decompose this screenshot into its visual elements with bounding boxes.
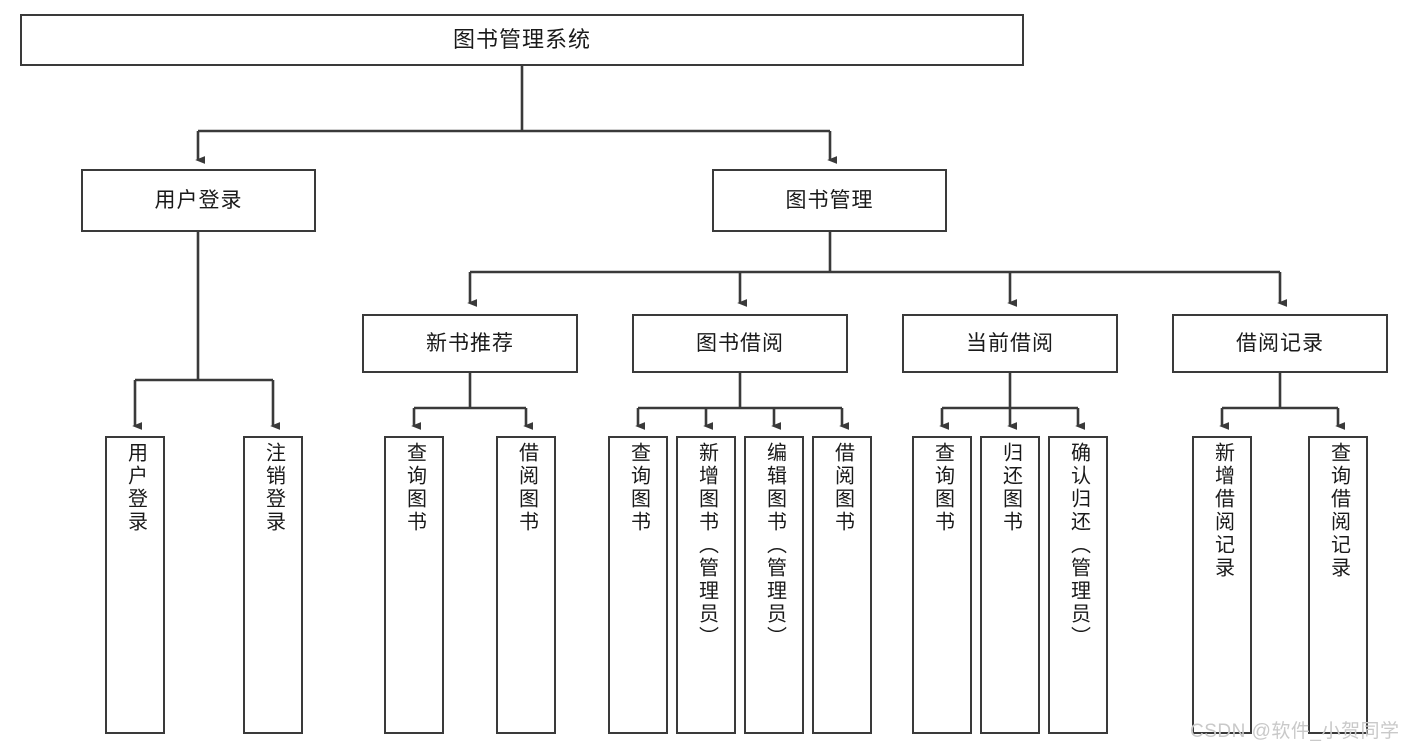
leaf-label: 编辑图书（管理员） [763,442,786,649]
leaf-label: 用户登录 [124,442,147,534]
leaf-label: 查询图书 [627,442,650,534]
leaf-label: 查询图书 [931,442,954,534]
node-user-login[interactable]: 用户登录 [81,169,316,232]
leaf-add-borrow-record[interactable]: 新增借阅记录 [1192,436,1252,734]
leaf-label: 确认归还（管理员） [1067,442,1090,649]
leaf-return-book[interactable]: 归还图书 [980,436,1040,734]
leaf-label: 注销登录 [262,442,285,534]
leaf-add-book-admin[interactable]: 新增图书（管理员） [676,436,736,734]
leaf-label: 新增借阅记录 [1211,442,1234,580]
leaf-borrow-book-recommend[interactable]: 借阅图书 [496,436,556,734]
leaf-label: 借阅图书 [515,442,538,534]
leaf-user-logout[interactable]: 注销登录 [243,436,303,734]
leaf-label: 新增图书（管理员） [695,442,718,649]
node-book-borrow[interactable]: 图书借阅 [632,314,848,373]
leaf-query-book-current[interactable]: 查询图书 [912,436,972,734]
watermark-credit: CSDN @软件_小贺同学 [1190,721,1400,742]
leaf-query-book-borrow[interactable]: 查询图书 [608,436,668,734]
leaf-borrow-book[interactable]: 借阅图书 [812,436,872,734]
leaf-confirm-return-admin[interactable]: 确认归还（管理员） [1048,436,1108,734]
leaf-label: 查询图书 [403,442,426,534]
node-root-system[interactable]: 图书管理系统 [20,14,1024,66]
leaf-edit-book-admin[interactable]: 编辑图书（管理员） [744,436,804,734]
node-borrow-records[interactable]: 借阅记录 [1172,314,1388,373]
leaf-query-borrow-record[interactable]: 查询借阅记录 [1308,436,1368,734]
leaf-label: 归还图书 [999,442,1022,534]
node-new-book-recommend[interactable]: 新书推荐 [362,314,578,373]
leaf-label: 借阅图书 [831,442,854,534]
node-book-management[interactable]: 图书管理 [712,169,947,232]
leaf-user-login[interactable]: 用户登录 [105,436,165,734]
leaf-label: 查询借阅记录 [1327,442,1350,580]
node-current-borrow[interactable]: 当前借阅 [902,314,1118,373]
leaf-query-book-recommend[interactable]: 查询图书 [384,436,444,734]
